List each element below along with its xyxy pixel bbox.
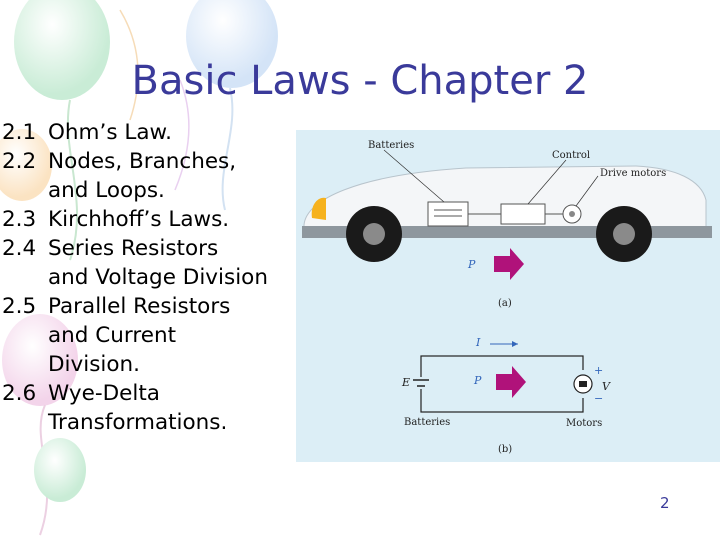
label-emf: E — [402, 376, 411, 389]
list-item: 2.5 Parallel Resistors and Current Divis… — [2, 292, 302, 379]
section-title: Nodes, Branches, — [48, 149, 237, 174]
label-minus: − — [594, 392, 604, 405]
list-item: 2.1 Ohm’s Law. — [2, 118, 302, 147]
label-voltage: V — [602, 380, 610, 393]
label-batteries-top: Batteries — [368, 140, 415, 151]
label-drive-motors: Drive motors — [600, 168, 667, 179]
list-item: 2.4 Series Resistors and Voltage Divisio… — [2, 234, 302, 292]
car-circuit-diagram — [302, 149, 712, 413]
caption-a: (a) — [498, 298, 512, 309]
headlight — [311, 197, 326, 220]
label-power-bottom: P — [474, 374, 482, 387]
section-title: Ohm’s Law. — [48, 120, 172, 145]
electric-car-figure: Batteries Control Drive motors P (a) I E… — [296, 130, 720, 462]
section-title-continued: and Voltage Division — [48, 265, 268, 290]
power-arrow-top — [494, 248, 524, 280]
section-number: 2.6 — [2, 381, 37, 406]
section-number: 2.1 — [2, 120, 37, 145]
label-current: I — [476, 336, 481, 349]
section-title-continued: Transformations. — [48, 410, 228, 435]
control-unit — [500, 203, 546, 225]
section-number: 2.3 — [2, 207, 37, 232]
section-title-continued: and Loops. — [48, 178, 165, 203]
section-number: 2.5 — [2, 294, 37, 319]
section-title: Series Resistors — [48, 236, 219, 261]
label-power-top: P — [468, 258, 476, 271]
power-arrow-bottom — [496, 366, 526, 398]
section-title: Parallel Resistors — [48, 294, 231, 319]
label-plus: + — [594, 364, 604, 377]
slide-title: Basic Laws - Chapter 2 — [131, 58, 589, 104]
section-number: 2.4 — [2, 236, 37, 261]
label-control: Control — [552, 150, 591, 161]
section-title: Wye-Delta — [48, 381, 160, 406]
list-item: 2.2 Nodes, Branches, and Loops. — [2, 147, 302, 205]
battery-pack — [427, 201, 469, 227]
page-number: 2 — [660, 494, 670, 512]
caption-b: (b) — [498, 444, 513, 455]
label-motors: Motors — [566, 418, 603, 429]
list-item: 2.6 Wye-Delta Transformations. — [2, 379, 302, 437]
chapter-outline: 2.1 Ohm’s Law. 2.2 Nodes, Branches, and … — [2, 118, 302, 437]
section-title: Kirchhoff’s Laws. — [48, 207, 230, 232]
list-item: 2.3 Kirchhoff’s Laws. — [2, 205, 302, 234]
label-batteries-bottom: Batteries — [404, 417, 451, 428]
section-number: 2.2 — [2, 149, 37, 174]
section-title-continued: and Current Division. — [48, 323, 177, 377]
